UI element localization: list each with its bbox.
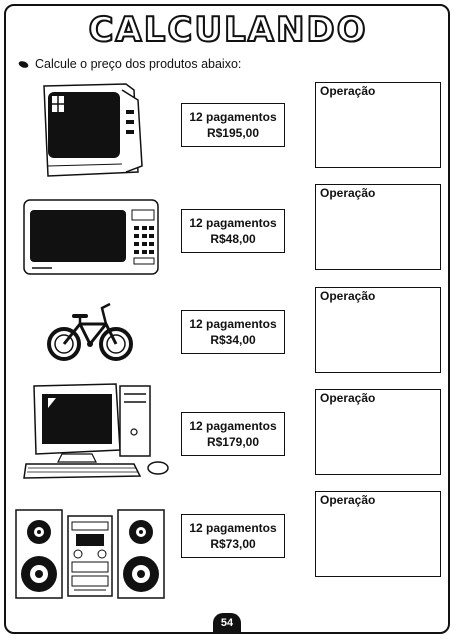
price-text: R$195,00 <box>206 126 260 140</box>
price-box: 12 pagamentos R$48,00 <box>181 209 285 253</box>
price-box: 12 pagamentos R$179,00 <box>181 412 285 456</box>
payments-text: 12 pagamentos <box>189 216 277 230</box>
pencil-icon <box>18 60 29 68</box>
bicycle-icon <box>47 302 133 361</box>
instruction: Calcule o preço dos produtos abaixo: <box>18 57 241 71</box>
operation-label: Operação <box>320 186 376 200</box>
payments-text: 12 pagamentos <box>189 419 277 433</box>
payments-text: 12 pagamentos <box>189 110 277 124</box>
price-box: 12 pagamentos R$73,00 <box>181 514 285 558</box>
operation-box[interactable]: Operação <box>315 184 441 270</box>
payments-text: 12 pagamentos <box>189 317 277 331</box>
payments-text: 12 pagamentos <box>189 521 277 535</box>
price-text: R$48,00 <box>210 232 256 246</box>
page-border <box>4 4 450 634</box>
price-text: R$179,00 <box>206 435 260 449</box>
microwave-icon <box>23 199 159 275</box>
price-text: R$34,00 <box>210 333 256 347</box>
page-title: CALCULANDO <box>87 9 368 51</box>
operation-box[interactable]: Operação <box>315 82 441 168</box>
operation-box[interactable]: Operação <box>315 491 441 577</box>
instruction-text: Calcule o preço dos produtos abaixo: <box>35 57 242 71</box>
operation-label: Operação <box>320 391 376 405</box>
operation-label: Operação <box>320 84 376 98</box>
stereo-icon <box>15 509 165 599</box>
operation-box[interactable]: Operação <box>315 389 441 475</box>
price-box: 12 pagamentos R$34,00 <box>181 310 285 354</box>
price-box: 12 pagamentos R$195,00 <box>181 103 285 147</box>
operation-label: Operação <box>320 289 376 303</box>
price-text: R$73,00 <box>210 537 256 551</box>
computer-icon <box>23 383 169 479</box>
operation-box[interactable]: Operação <box>315 287 441 373</box>
operation-label: Operação <box>320 493 376 507</box>
page-number: 54 <box>213 613 241 633</box>
tv-icon <box>43 83 143 177</box>
